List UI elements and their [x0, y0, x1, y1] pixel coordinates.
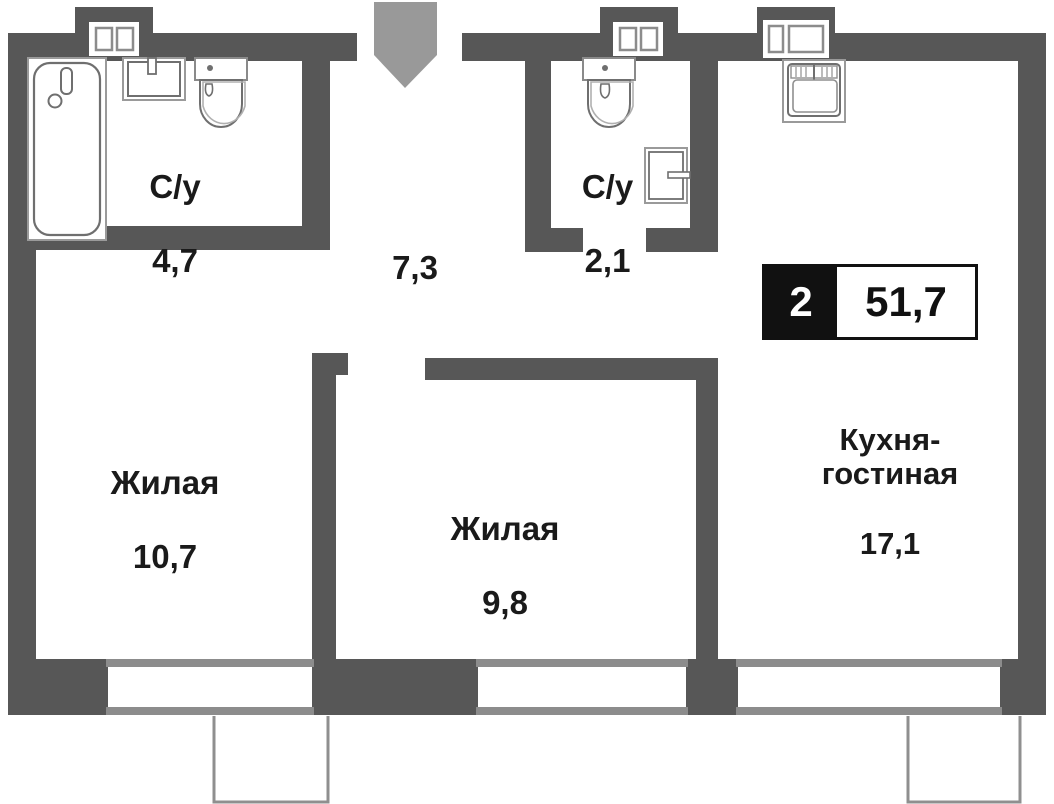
- cabinet-icon: [644, 147, 691, 204]
- window-band-kitchen-bottom: [736, 707, 1002, 715]
- wall-bath2-bottom-left: [525, 228, 583, 252]
- window-icon-top-center: [613, 22, 663, 56]
- bathtub-icon: [27, 57, 107, 241]
- apartment-summary-badge: 2 51,7: [762, 264, 978, 340]
- wall-bath1-bottom-nub: [310, 218, 330, 250]
- wall-top-center-right: [462, 33, 1046, 61]
- badge-room-count: 2: [765, 267, 837, 337]
- window-band-kitchen-top: [736, 659, 1002, 667]
- wall-bottom-left-segment: [8, 659, 108, 715]
- wall-center-room-top: [425, 358, 718, 380]
- wall-exterior-right: [1018, 33, 1046, 683]
- window-icon-top-left: [89, 22, 139, 56]
- wall-bath2-right: [690, 33, 718, 241]
- wall-center-room-left: [312, 353, 336, 683]
- wall-center-room-left-nub: [312, 353, 348, 375]
- wall-top-left: [8, 33, 357, 61]
- window-icon-top-right: [763, 20, 829, 58]
- window-band-room2-bottom: [476, 707, 688, 715]
- wall-bath2-bottom-right: [646, 228, 718, 252]
- entrance-arrow-icon: [374, 2, 437, 88]
- wall-bottom-mid-left: [312, 659, 478, 715]
- window-band-room1-bottom: [106, 707, 314, 715]
- balcony-outline-left: [212, 716, 330, 804]
- wall-group: [8, 7, 1046, 715]
- kitchen-sink-icon: [782, 59, 846, 123]
- wall-bath1-right-upper: [302, 33, 330, 226]
- washbasin-icon: [122, 57, 186, 101]
- toilet-icon-guest: [582, 57, 636, 128]
- toilet-icon-main: [194, 57, 248, 128]
- wall-bottom-right-segment: [1000, 659, 1046, 715]
- window-band-room1-top: [106, 659, 314, 667]
- wall-bottom-mid-right: [686, 659, 738, 715]
- wall-center-room-right: [696, 358, 718, 683]
- window-band-room2-top: [476, 659, 688, 667]
- window-band-group: [106, 659, 1002, 715]
- wall-bath2-left: [525, 33, 551, 241]
- balcony-outline-right: [906, 716, 1022, 804]
- badge-total-area: 51,7: [837, 267, 975, 337]
